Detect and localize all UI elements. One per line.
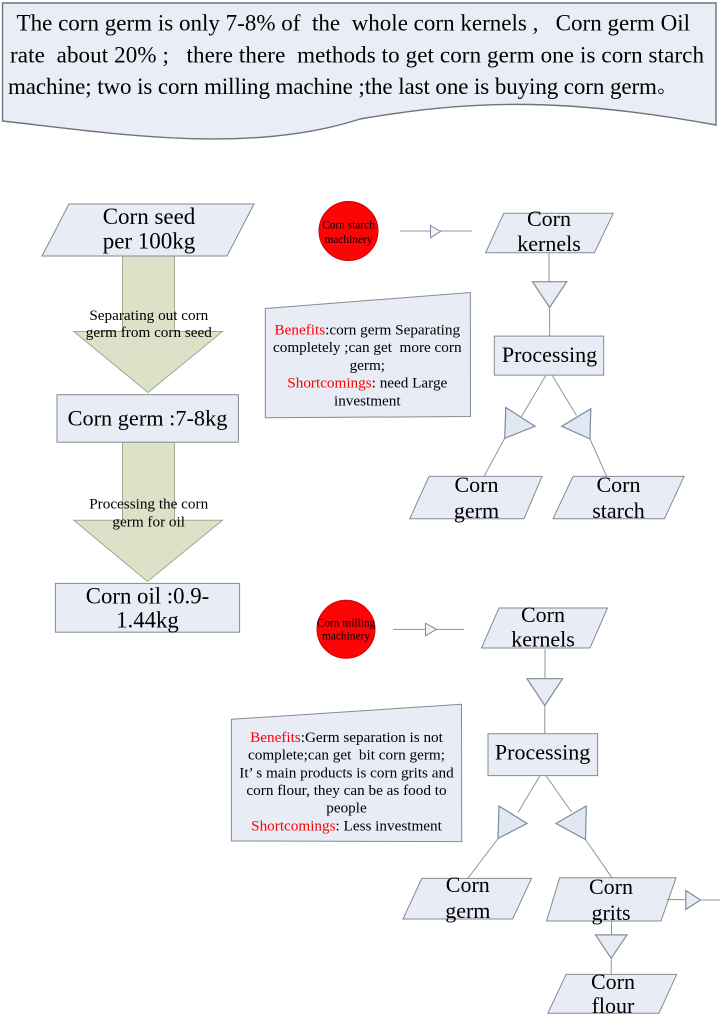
svg-text:Processing: Processing (502, 342, 597, 367)
svg-text:Corn milling: Corn milling (317, 618, 376, 630)
svg-text:per 100kg: per 100kg (103, 229, 196, 254)
svg-text:germ from corn seed: germ from corn seed (86, 324, 212, 341)
svg-text:Shortcomings: need Large: Shortcomings: need Large (287, 375, 447, 392)
svg-text:starch: starch (592, 498, 645, 523)
svg-text:Corn oil :0.9-: Corn oil :0.9- (86, 584, 209, 609)
svg-text:Shortcomings: Less investment: Shortcomings: Less investment (251, 818, 442, 835)
svg-text:germ;: germ; (350, 357, 385, 374)
svg-text:complete;can get bit corn ger: complete;can get bit corn germ; (248, 747, 445, 764)
svg-text:germ for oil: germ for oil (112, 513, 185, 530)
svg-text:1.44kg: 1.44kg (116, 607, 179, 632)
svg-text:rate about 20% ; there ther: rate about 20% ; there there methods to … (10, 42, 705, 67)
svg-text:Corn: Corn (521, 602, 565, 627)
svg-text:Corn germ :7-8kg: Corn germ :7-8kg (68, 406, 228, 431)
svg-text:Corn starch: Corn starch (322, 219, 375, 231)
svg-text:Corn: Corn (597, 472, 641, 497)
svg-text:Corn seed: Corn seed (103, 204, 196, 229)
svg-text:machinery: machinery (322, 631, 370, 643)
svg-text:Benefits:corn germ Separating: Benefits:corn germ Separating (275, 322, 461, 339)
svg-text:flour: flour (592, 993, 635, 1018)
svg-text:The corn germ is only 7-8% of: The corn germ is only 7-8% of the whole … (17, 11, 691, 36)
svg-text:kernels: kernels (517, 231, 581, 256)
svg-text:It’ s main products is corn gr: It’ s main products is corn grits and (239, 764, 454, 781)
svg-text:machine; two is corn milling m: machine; two is corn milling machine ;th… (8, 74, 665, 104)
svg-text:kernels: kernels (511, 627, 575, 652)
svg-text:investment: investment (334, 392, 401, 409)
svg-text:machinery: machinery (324, 234, 372, 246)
svg-text:corn flour, they can be as foo: corn flour, they can be as food to (246, 782, 447, 799)
svg-text:Processing the corn: Processing the corn (89, 496, 208, 513)
svg-text:Corn: Corn (446, 872, 490, 897)
svg-text:people: people (326, 800, 367, 817)
svg-text:germ: germ (454, 498, 499, 523)
svg-text:Corn: Corn (591, 969, 635, 994)
svg-text:Separating out corn: Separating out corn (89, 307, 208, 324)
svg-text:Processing: Processing (495, 740, 590, 765)
svg-text:Benefits:Germ separation is no: Benefits:Germ separation is not (250, 729, 444, 746)
svg-text:completely ;can get more corn: completely ;can get more corn (273, 339, 462, 356)
svg-text:Corn: Corn (527, 206, 571, 231)
svg-text:Corn: Corn (589, 874, 633, 899)
svg-text:Corn: Corn (455, 472, 499, 497)
svg-text:germ: germ (445, 898, 490, 923)
svg-text:grits: grits (591, 900, 630, 925)
